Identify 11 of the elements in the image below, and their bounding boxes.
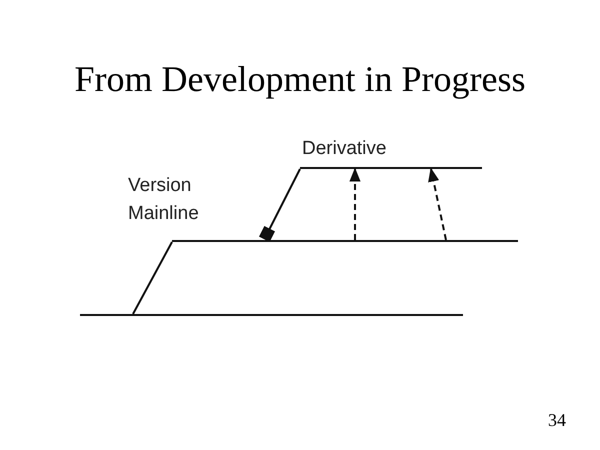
branch-line (300, 167, 482, 169)
branch-connector (258, 168, 301, 242)
branch-label: Derivative (302, 137, 388, 161)
page-number: 34 (548, 410, 566, 431)
branch-line (172, 240, 518, 242)
dashed-arrow (428, 168, 447, 240)
branch-line (80, 314, 463, 316)
slide-title: From Development in Progress (74, 58, 526, 100)
branch-label: Version Mainline (128, 174, 200, 226)
dashed-arrow (349, 168, 361, 240)
branch-connector (132, 242, 173, 314)
